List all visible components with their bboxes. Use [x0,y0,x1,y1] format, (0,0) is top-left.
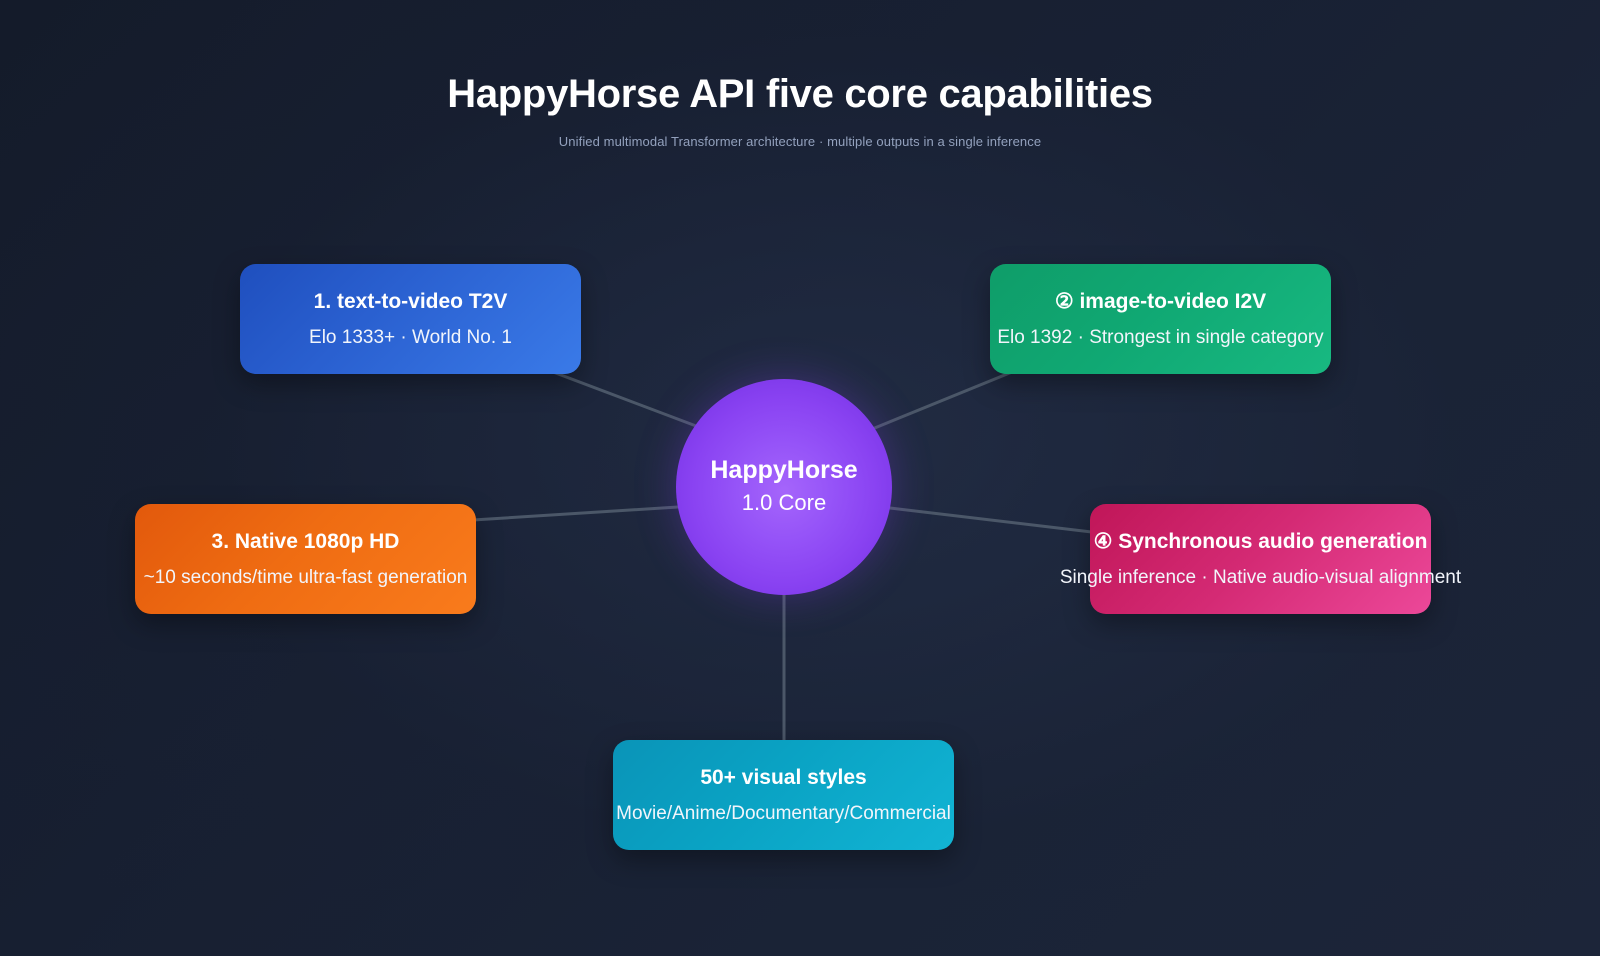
connector-hub-to-i2v [858,370,1014,436]
hub-title: HappyHorse [710,456,858,485]
connector-hub-to-audio [888,506,1102,535]
capability-subtitle: ~10 seconds/time ultra-fast generation [143,566,468,588]
connector-hub-to-t2v [551,370,714,434]
capability-title: 50+ visual styles [700,765,867,789]
capability-subtitle: Movie/Anime/Documentary/Commercial [616,802,951,824]
capability-title: 3. Native 1080p HD [211,529,400,553]
hub-version: 1.0 Core [741,490,827,516]
capability-card-visual-styles[interactable]: 50+ visual styles Movie/Anime/Documentar… [613,740,954,850]
capability-title: ④ Synchronous audio generation [1093,529,1428,553]
capability-subtitle: Elo 1333+ · World No. 1 [309,326,512,348]
capability-subtitle: Single inference · Native audio-visual a… [1059,566,1462,588]
capability-card-text-to-video[interactable]: 1. text-to-video T2V Elo 1333+ · World N… [240,264,581,374]
capability-card-synchronous-audio[interactable]: ④ Synchronous audio generation Single in… [1060,504,1461,614]
connector-hub-to-hd [471,505,680,522]
capability-card-image-to-video[interactable]: ② image-to-video I2V Elo 1392 · Stronges… [990,264,1331,374]
capability-subtitle: Elo 1392 · Strongest in single category [997,326,1324,348]
capability-card-native-1080p[interactable]: 3. Native 1080p HD ~10 seconds/time ultr… [135,504,476,614]
capability-title: 1. text-to-video T2V [313,289,508,313]
capability-title: ② image-to-video I2V [1054,289,1267,313]
hub-node-happyhorse[interactable]: HappyHorse 1.0 Core [676,379,892,595]
